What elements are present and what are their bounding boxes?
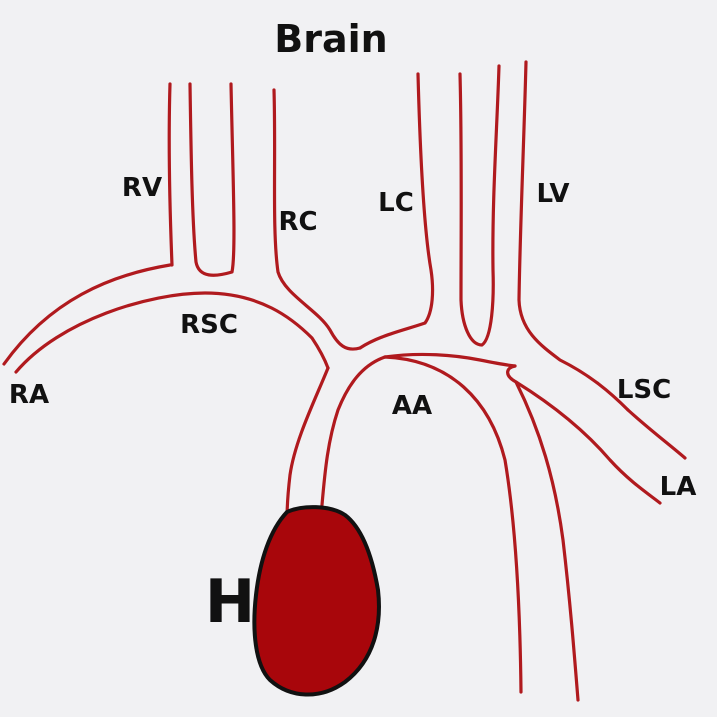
label-rv: RV — [122, 173, 162, 203]
ascending-vessel — [285, 355, 387, 522]
label-aa: AA — [392, 391, 432, 421]
label-lc: LC — [378, 188, 414, 218]
lsc-upper-wall — [626, 408, 687, 460]
right-vertebral-artery — [167, 82, 236, 277]
trunk-right-wall — [320, 355, 387, 507]
right-carotid-artery — [272, 88, 362, 351]
label-lsc: LSC — [617, 375, 671, 405]
lsc-lower-wall — [506, 364, 662, 505]
left-subclavian-artery — [506, 364, 687, 505]
label-heart: H — [205, 567, 255, 637]
arch-outer-right — [383, 355, 523, 694]
left-carotid-artery — [358, 64, 501, 350]
right-subclavian-artery — [2, 263, 330, 374]
rv-outer-wall — [167, 82, 174, 267]
brain-title: Brain — [274, 17, 387, 61]
label-rc: RC — [278, 207, 317, 237]
heart-body — [252, 505, 381, 697]
rsc-upper-wall — [2, 263, 172, 366]
heart-shape — [252, 505, 381, 697]
label-lv: LV — [536, 179, 569, 209]
left-vertebral-artery — [517, 60, 630, 412]
rv-loop-wall — [188, 82, 236, 277]
aortic-arch — [383, 352, 523, 694]
lc-outer-wall — [358, 72, 435, 350]
label-rsc: RSC — [180, 310, 238, 340]
descending-aorta — [514, 380, 580, 702]
rsc-lower-wall — [14, 291, 330, 374]
trunk-left-wall — [285, 366, 330, 522]
descending-wall — [514, 380, 580, 702]
lv-wall — [517, 60, 630, 412]
label-ra: RA — [9, 380, 49, 410]
arch-inner-top — [383, 352, 517, 368]
label-la: LA — [660, 472, 697, 502]
rc-wall — [272, 88, 362, 351]
lc-loop-wall — [458, 64, 501, 347]
